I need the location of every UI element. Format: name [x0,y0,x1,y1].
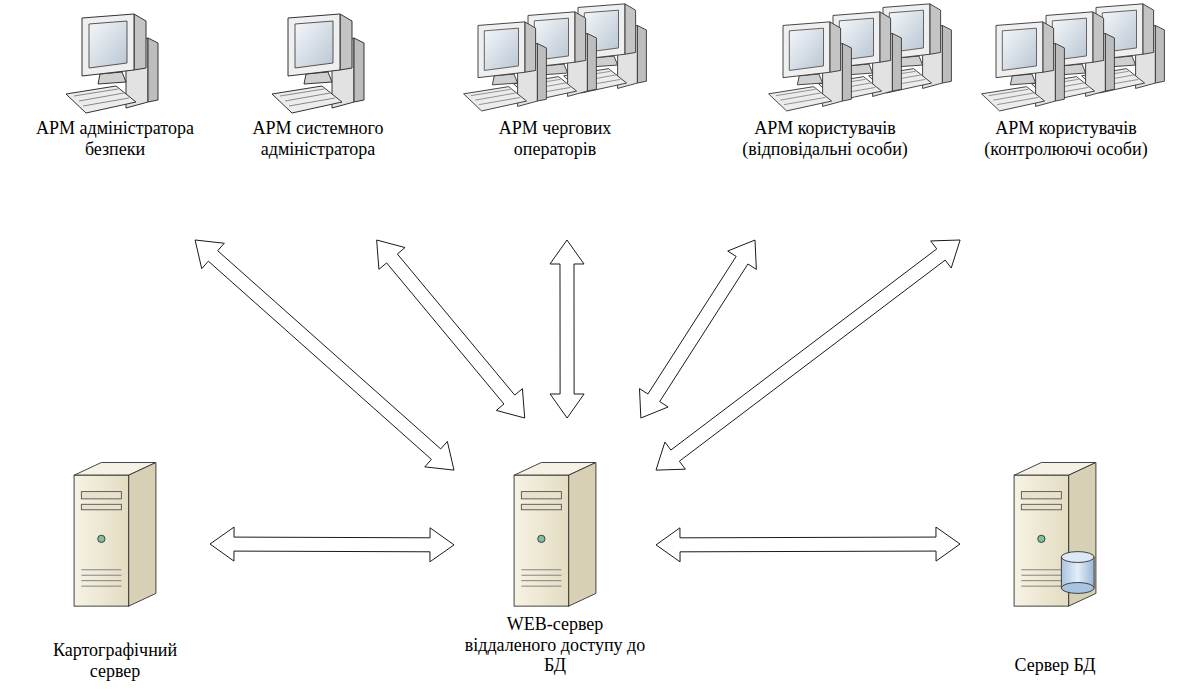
double-arrow [377,240,525,418]
node-label: АРМ чергових операторів [480,118,630,159]
node-label: WEB-сервер віддаленого доступу до БД [459,614,651,676]
node-label: Картографічний сервер [40,640,190,681]
node-label: Сервер БД [965,655,1145,676]
node-label: АРМ користувачів (контролюючі особи) [969,118,1164,159]
node-label: АРМ системного адміністратора [231,118,406,159]
server-node: Картографічний сервер [20,448,210,688]
double-arrow [656,527,960,562]
node-label: АРМ користувачів (відповідальні особи) [725,118,925,159]
node-label: АРМ адміністратора безпеки [28,118,203,159]
double-arrow [639,240,756,418]
workstation-node: АРМ адміністратора безпеки [5,0,225,240]
server-node: WEB-сервер віддаленого доступу до БД [454,418,656,688]
workstation-group-node: АРМ користувачів (контролюючі особи) [955,0,1177,240]
double-arrow [210,527,454,562]
workstation-group-node: АРМ чергових операторів [450,0,660,240]
double-arrow [656,240,960,470]
double-arrow [550,240,584,418]
workstation-group-node: АРМ користувачів (відповідальні особи) [700,0,950,240]
workstation-node: АРМ системного адміністратора [226,0,411,240]
double-arrow [195,240,454,470]
database-server-node: Сервер БД [960,448,1150,688]
